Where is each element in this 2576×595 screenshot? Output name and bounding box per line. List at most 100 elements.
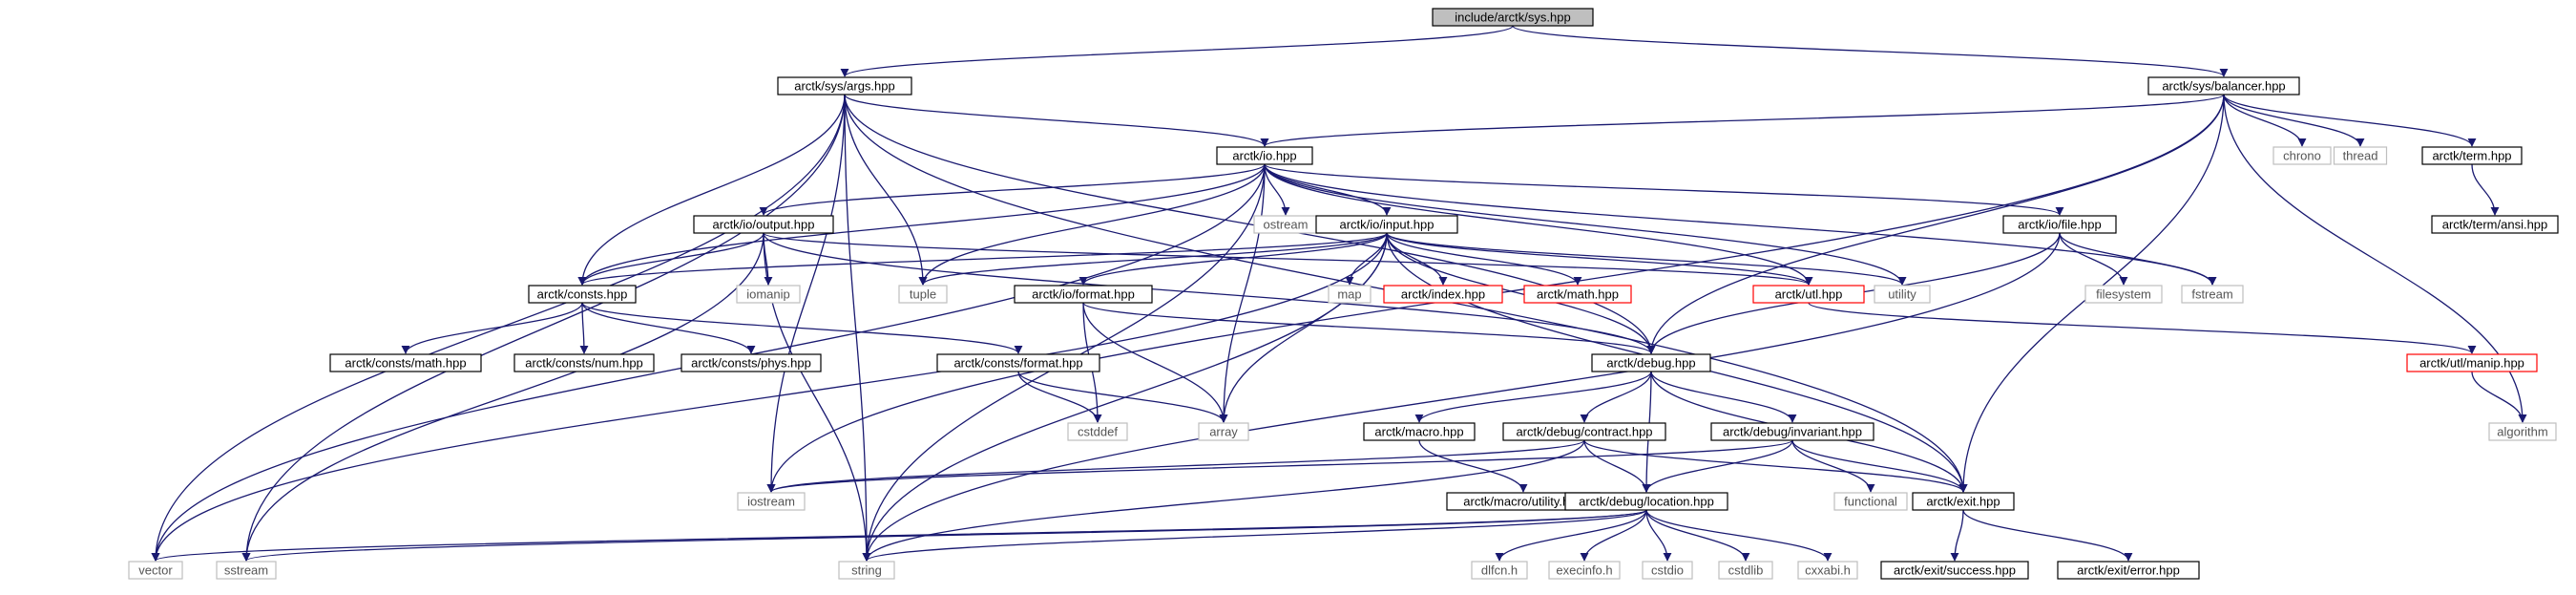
node-label: arctk/consts/math.hpp	[345, 356, 466, 371]
edge-output-to-sstream	[241, 232, 764, 562]
edge-utl-to-manip	[1808, 302, 2477, 354]
node-label: execinfo.h	[1556, 563, 1612, 578]
node-arctk-macro-utility-hpp[interactable]: arctk/macro/utility.hpp	[1446, 492, 1601, 511]
node-label: arctk/exit/error.hpp	[2077, 563, 2180, 578]
node-dlfcn-h: dlfcn.h	[1471, 561, 1528, 580]
node-box	[2181, 285, 2244, 304]
edge-manip-to-algorithm	[2471, 371, 2527, 423]
node-cstdlib: cstdlib	[1718, 561, 1773, 580]
node-box	[1328, 285, 1372, 304]
node-label: arctk/consts/phys.hpp	[691, 356, 811, 371]
node-arctk-consts-math-hpp[interactable]: arctk/consts/math.hpp	[329, 353, 482, 372]
node-label: thread	[2343, 149, 2378, 163]
node-box	[838, 561, 895, 580]
node-label: arctk/io/input.hpp	[1339, 218, 1434, 232]
edge-cformat-to-cstddef	[1017, 371, 1102, 423]
edge-io-to-utility	[1264, 163, 1907, 286]
node-arctk-index-hpp[interactable]: arctk/index.hpp	[1383, 285, 1503, 304]
node-arctk-sys-balancer-hpp[interactable]: arctk/sys/balancer.hpp	[2147, 76, 2300, 96]
node-box	[1548, 561, 1621, 580]
node-box	[2002, 215, 2117, 234]
node-label: map	[1337, 287, 1361, 302]
node-arctk-io-input-hpp[interactable]: arctk/io/input.hpp	[1315, 215, 1458, 234]
node-arctk-io-format-hpp[interactable]: arctk/io/format.hpp	[1014, 285, 1153, 304]
node-arctk-exit-error-hpp[interactable]: arctk/exit/error.hpp	[2057, 561, 2200, 580]
node-vector: vector	[128, 561, 183, 580]
node-label: include/arctk/sys.hpp	[1455, 11, 1570, 25]
edge-exit-to-success	[1950, 509, 1964, 562]
node-box	[2421, 146, 2523, 165]
node-include-arctk-sys-hpp[interactable]: include/arctk/sys.hpp	[1432, 8, 1594, 27]
node-label: arctk/debug.hpp	[1606, 356, 1695, 371]
node-array: array	[1198, 422, 1249, 441]
node-arctk-io-file-hpp[interactable]: arctk/io/file.hpp	[2002, 215, 2117, 234]
edge-input-to-consts	[577, 232, 1388, 286]
node-box	[1880, 561, 2029, 580]
node-fstream: fstream	[2181, 285, 2244, 304]
node-box	[898, 285, 948, 304]
edge-io-to-ostream	[1264, 163, 1290, 216]
node-box	[1471, 561, 1528, 580]
node-execinfo-h: execinfo.h	[1548, 561, 1621, 580]
node-box	[681, 353, 822, 372]
edge-input-to-string	[862, 232, 1388, 562]
edge-output-to-consts	[577, 232, 764, 286]
node-label: chrono	[2283, 149, 2321, 163]
node-arctk-utl-hpp[interactable]: arctk/utl.hpp	[1752, 285, 1865, 304]
edge-io-to-utl	[1264, 163, 1813, 286]
node-label: arctk/debug/contract.hpp	[1516, 425, 1652, 439]
edge-layer	[151, 25, 2527, 562]
edge-input-to-math	[1386, 232, 1582, 286]
node-arctk-consts-format-hpp[interactable]: arctk/consts/format.hpp	[936, 353, 1100, 372]
edge-consts-to-cformat	[581, 302, 1023, 354]
node-arctk-io-hpp[interactable]: arctk/io.hpp	[1216, 146, 1313, 165]
node-arctk-io-output-hpp[interactable]: arctk/io/output.hpp	[693, 215, 834, 234]
node-arctk-consts-hpp[interactable]: arctk/consts.hpp	[528, 285, 637, 304]
node-arctk-term-ansi-hpp[interactable]: arctk/term/ansi.hpp	[2431, 215, 2559, 234]
node-iomanip: iomanip	[736, 285, 801, 304]
node-arctk-exit-hpp[interactable]: arctk/exit.hpp	[1912, 492, 2015, 511]
node-arctk-debug-location-hpp[interactable]: arctk/debug/location.hpp	[1564, 492, 1728, 511]
node-ostream: ostream	[1253, 215, 1318, 234]
edge-location-to-string	[862, 509, 1647, 562]
node-arctk-sys-args-hpp[interactable]: arctk/sys/args.hpp	[777, 76, 912, 96]
node-box	[1067, 422, 1128, 441]
node-arctk-consts-num-hpp[interactable]: arctk/consts/num.hpp	[513, 353, 655, 372]
edge-file-to-fstream	[2059, 232, 2217, 286]
node-label: dlfcn.h	[1481, 563, 1518, 578]
edge-location-to-dlfcn	[1495, 509, 1647, 562]
node-arctk-debug-invariant-hpp[interactable]: arctk/debug/invariant.hpp	[1710, 422, 1874, 441]
node-arctk-term-hpp[interactable]: arctk/term.hpp	[2421, 146, 2523, 165]
node-box	[329, 353, 482, 372]
node-sstream: sstream	[216, 561, 277, 580]
edge-location-to-execinfo	[1580, 509, 1647, 562]
node-box	[1014, 285, 1153, 304]
node-label: string	[851, 563, 882, 578]
node-box	[936, 353, 1100, 372]
edge-args-to-consts	[577, 94, 846, 286]
node-label: arctk/consts/num.hpp	[525, 356, 643, 371]
node-arctk-macro-hpp[interactable]: arctk/macro.hpp	[1363, 422, 1476, 441]
node-algorithm: algorithm	[2488, 422, 2557, 441]
node-arctk-debug-hpp[interactable]: arctk/debug.hpp	[1591, 353, 1711, 372]
node-label: iomanip	[746, 287, 790, 302]
node-box	[2147, 76, 2300, 96]
node-label: cstdlib	[1728, 563, 1764, 578]
node-arctk-consts-phys-hpp[interactable]: arctk/consts/phys.hpp	[681, 353, 822, 372]
node-arctk-utl-manip-hpp[interactable]: arctk/utl/manip.hpp	[2406, 353, 2538, 372]
node-label: arctk/index.hpp	[1401, 287, 1485, 302]
node-arctk-debug-contract-hpp[interactable]: arctk/debug/contract.hpp	[1502, 422, 1666, 441]
node-label: arctk/consts/format.hpp	[953, 356, 1082, 371]
edge-contract-to-location	[1583, 439, 1651, 493]
node-label: arctk/io.hpp	[1232, 149, 1296, 163]
edge-contract-to-iostream	[766, 439, 1585, 493]
edge-output-to-debug	[763, 232, 1656, 354]
node-label: arctk/io/format.hpp	[1032, 287, 1135, 302]
node-arctk-math-hpp[interactable]: arctk/math.hpp	[1523, 285, 1632, 304]
node-box	[1833, 492, 1908, 511]
node-arctk-exit-success-hpp[interactable]: arctk/exit/success.hpp	[1880, 561, 2029, 580]
node-box	[1383, 285, 1503, 304]
edge-exit-to-error	[1962, 509, 2133, 562]
node-box	[1912, 492, 2015, 511]
edge-consts-to-cnum	[579, 302, 589, 354]
